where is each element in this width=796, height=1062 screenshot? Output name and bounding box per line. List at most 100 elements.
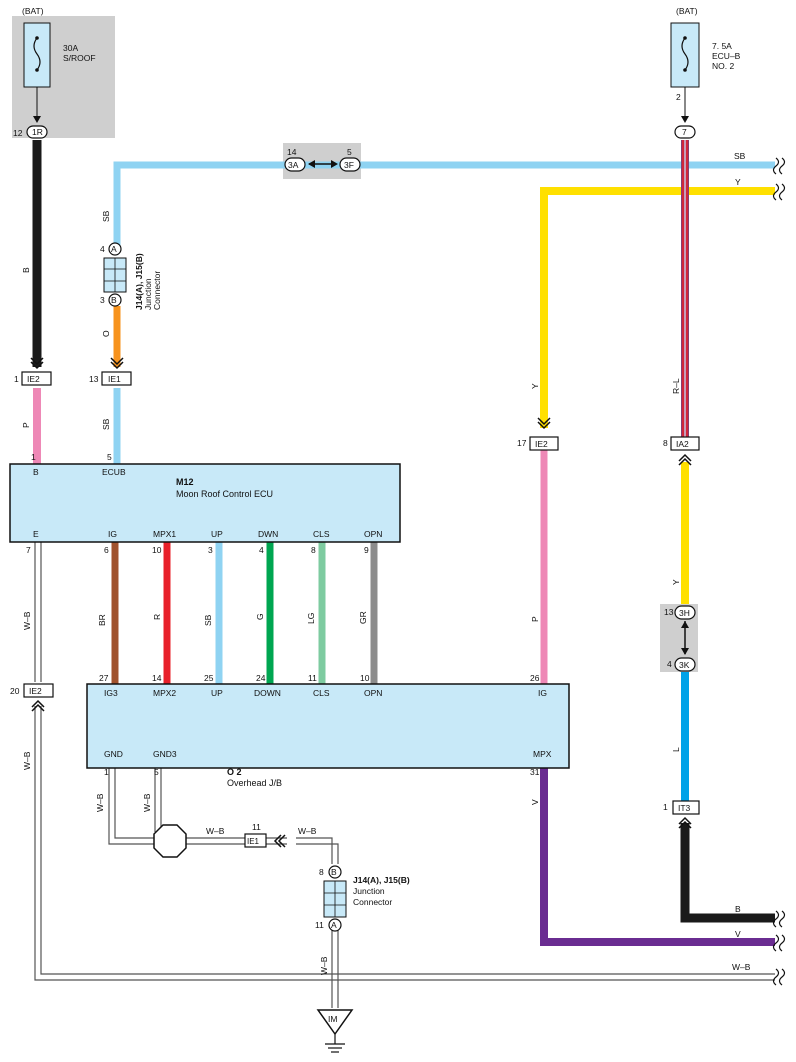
label-wire-v: V	[530, 799, 540, 805]
ecu-m12	[9, 463, 401, 543]
jb-o2	[86, 683, 570, 769]
ecu-pin-cls-label: CLS	[313, 529, 330, 539]
label-wire-b-left: B	[21, 267, 31, 273]
label-wire-wb-ground: W–B	[319, 956, 329, 975]
pin-junction-a-bot: 11	[315, 920, 324, 930]
pin-ie1-bot: 11	[252, 822, 261, 832]
connector-a	[108, 242, 122, 256]
jb-pin-gnd-label: GND	[104, 749, 123, 759]
ecu-pin-opn-num: 9	[364, 545, 369, 555]
bat-label-right: (BAT)	[676, 6, 698, 16]
connector-ia2	[670, 436, 700, 451]
pin-ie1-top: 13	[89, 374, 99, 384]
connector-3k	[674, 657, 696, 672]
wire-wb-main	[34, 542, 775, 1008]
connector-ie2-mid	[529, 436, 559, 451]
svg-text:IE1: IE1	[247, 837, 260, 846]
jb-pin-down-label: DOWN	[254, 688, 281, 698]
ecu-pin-b-label: B	[33, 467, 39, 477]
ecu-name: Moon Roof Control ECU	[176, 489, 273, 499]
pin-fuse-right: 2	[676, 92, 681, 102]
jb-pin-gnd3-label: GND3	[153, 749, 177, 759]
jb-pin-ig-num: 26	[530, 673, 540, 683]
svg-text:1R: 1R	[32, 127, 43, 137]
junction-top-id: J14(A), J15(B)	[134, 253, 144, 310]
bat-label-left: (BAT)	[22, 6, 44, 16]
jb-id: O 2	[227, 767, 242, 777]
jb-pin-mpx2-label: MPX2	[153, 688, 176, 698]
jb-pin-opn-label: OPN	[364, 688, 382, 698]
label-wire-wb-bottom: W–B	[732, 962, 751, 972]
svg-text:IA2: IA2	[676, 439, 689, 449]
jb-pin-opn-num: 10	[360, 673, 370, 683]
jb-pin-cls-label: CLS	[313, 688, 330, 698]
jb-pin-ig3-label: IG3	[104, 688, 118, 698]
svg-text:A: A	[331, 920, 337, 930]
connector-ie1-top	[101, 371, 132, 386]
svg-text:7: 7	[682, 127, 687, 137]
ecu-pin-dwn-label: DWN	[258, 529, 278, 539]
connector-1r	[26, 125, 48, 139]
ecu-pin-up-label: UP	[211, 529, 223, 539]
label-wire-wb-splice: W–B	[206, 826, 225, 836]
connector-a	[328, 918, 342, 932]
junction-bottom-desc1: Junction	[353, 886, 385, 896]
fuse-icon	[681, 37, 689, 71]
svg-text:IE2: IE2	[29, 686, 42, 696]
label-wire-br: BR	[97, 614, 107, 626]
label-wire-y-top: Y	[735, 177, 741, 187]
label-wire-y-right: Y	[671, 579, 681, 585]
junction-bottom-id: J14(A), J15(B)	[353, 875, 410, 885]
junction-top-desc1: Junction	[143, 278, 153, 310]
pin-ia2: 8	[663, 438, 668, 448]
label-wire-o: O	[101, 330, 111, 337]
svg-text:IE1: IE1	[108, 374, 121, 384]
label-wire-wb-ie1: W–B	[298, 826, 317, 836]
jb-pin-gnd-num: 1	[104, 767, 109, 777]
jb-pin-mpx-label: MPX	[533, 749, 552, 759]
jb-name: Overhead J/B	[227, 778, 282, 788]
junction-top-desc2: Connector	[152, 271, 162, 310]
label-wire-r: R	[152, 614, 162, 620]
ecu-pin-mpx1-label: MPX1	[153, 529, 176, 539]
fuse-right-name2: NO. 2	[712, 61, 734, 71]
label-wire-l: L	[671, 747, 681, 752]
label-wire-lg: LG	[306, 613, 316, 624]
jb-pin-ig-label: IG	[538, 688, 547, 698]
pin-3h: 13	[664, 607, 674, 617]
label-wire-rl: R–L	[671, 378, 681, 394]
fuse-left-name: S/ROOF	[63, 53, 96, 63]
wire-sb-top	[113, 161, 775, 246]
connector-3a	[284, 157, 306, 172]
jb-pin-gnd3-num: 5	[154, 767, 159, 777]
wire-break-marks	[772, 157, 786, 986]
label-wire-wb-gnd3: W–B	[142, 793, 152, 812]
jb-pin-up-num: 25	[204, 673, 214, 683]
label-wire-p-left: P	[21, 422, 31, 428]
connector-7	[674, 125, 696, 139]
pin-ie2-top: 1	[14, 374, 19, 384]
pin-3a: 14	[287, 147, 297, 157]
ecu-id: M12	[176, 477, 194, 487]
jb-pin-mpx-num: 31	[530, 767, 540, 777]
svg-text:IE2: IE2	[27, 374, 40, 384]
svg-text:3H: 3H	[679, 608, 690, 618]
ground-label: IM	[328, 1014, 337, 1024]
ecu-pin-e-label: E	[33, 529, 39, 539]
label-wire-b-right: B	[735, 904, 741, 914]
ecu-pin-ecub-label: ECUB	[102, 467, 126, 477]
jb-pin-down-num: 24	[256, 673, 266, 683]
ecu-pin-e-num: 7	[26, 545, 31, 555]
pin-junction-b-bot: 8	[319, 867, 324, 877]
svg-text:A: A	[111, 244, 117, 254]
svg-text:B: B	[331, 867, 337, 877]
connector-ie2-top	[21, 371, 52, 386]
svg-text:3A: 3A	[288, 160, 299, 170]
jb-pin-mpx2-num: 14	[152, 673, 162, 683]
pin-junction-a-top: 4	[100, 244, 105, 254]
jb-pin-cls-num: 11	[308, 673, 317, 683]
ecu-pin-ig-num: 6	[104, 545, 109, 555]
connector-3h	[674, 605, 696, 620]
connector-b	[108, 293, 122, 307]
wire-b-right	[680, 823, 775, 923]
